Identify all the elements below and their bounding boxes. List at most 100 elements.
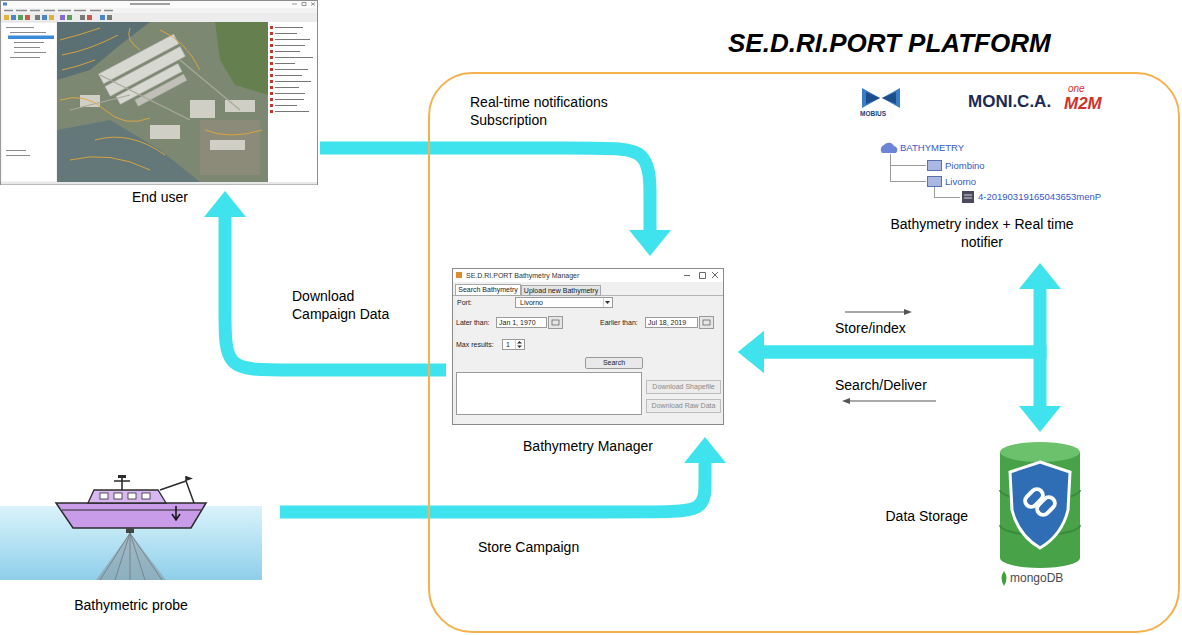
app-window-chrome [453,269,724,425]
button-label: Search [603,359,625,367]
node-caption: End user [60,189,260,206]
arrow-label: Download Campaign Data [292,288,404,323]
field-label: Earlier than: [600,318,638,326]
app-window-chrome [552,320,559,325]
text-holder: 1 [506,340,510,348]
text-holder: BATHYMETRY [900,142,964,153]
gis-screenshot [292,3,315,6]
gis-screenshot [95,137,165,155]
node-caption: Data Storage [863,508,968,525]
window-title: SE.D.RI.PORT Bathymetry Manager [466,271,579,279]
database-icon: Data Storage [998,440,1082,570]
database-cylinder [1023,487,1046,510]
text-holder: Bathymetry index + Real time notifier [872,216,1092,251]
gis-screenshot [80,95,255,150]
gis-screenshot [70,157,150,170]
text-holder: Search [603,359,625,367]
arrow-label: Store Campaign [478,539,638,557]
tree-item: Livorno [945,176,976,187]
logo-text: MONI.C.A. [968,92,1051,112]
probe-picture: Bathymetric probe [0,475,262,580]
database-cylinder [1000,452,1080,558]
gis-screenshot [57,120,200,182]
gis-screenshot [60,28,262,170]
direction-hint [842,398,850,404]
mobius-logo [862,88,900,108]
app-window-chrome [453,269,723,282]
direction-hint [845,312,905,313]
flow-arrow [280,437,726,512]
app-window-chrome [456,272,462,278]
survey-boat [56,503,206,528]
text-holder: Store Campaign [478,539,638,557]
app-window-chrome [516,298,613,308]
text-holder: Download Raw Data [652,402,716,410]
text-holder: 4-20190319165043653menP [978,191,1101,202]
text-holder: Jan 1, 1970 [499,318,536,326]
text-holder: Port: [457,298,472,306]
gis-screenshot [60,98,150,122]
gis-screenshot [25,15,30,20]
app-window-chrome [586,358,643,369]
logo-text: mongoDB [1010,571,1063,585]
survey-boat [118,475,126,478]
app-window-chrome [647,381,721,394]
logo-text: one [1068,83,1085,95]
gis-screenshot [160,30,200,70]
text-holder: Earlier than: [600,318,638,326]
text-holder: End user [60,189,260,206]
direction-hint [904,309,912,315]
field-value: Livorno [520,298,543,306]
gis-screenshot [87,15,92,20]
app-window-chrome [456,285,521,296]
survey-boat [186,476,193,481]
text-holder: MOBIUS [860,110,886,118]
survey-boat [160,476,194,503]
text-holder: Search Bathymetry [458,286,518,294]
arrow-shaft [280,461,705,512]
survey-boat [100,493,150,499]
arrow-head [738,331,764,373]
folder-tree [928,177,942,187]
text-holder: Bathymetry Manager [452,438,724,455]
gis-screenshot [268,22,317,182]
gis-screenshot [135,74,187,106]
gis-screenshot [130,3,170,5]
gis-screenshot [8,36,54,40]
button-label: Download Raw Data [652,402,716,410]
gis-screenshot [3,3,7,6]
survey-boat [126,528,134,533]
gis-screenshot [1,1,317,8]
gis-screenshot [4,10,113,12]
text-holder: Search/Deliver [835,377,955,395]
field-value: Jul 18, 2019 [648,318,686,326]
text-holder: MONI.C.A. [968,92,1051,112]
gis-screenshot [99,34,196,115]
gis-screenshot [150,125,180,139]
gis-screenshot [80,15,85,20]
text-holder: one [1068,83,1085,95]
gis-screenshot [1,1,318,185]
node-caption: Bathymetry index + Real time notifier [872,216,1092,251]
app-window-chrome [646,318,698,328]
field-value: Jan 1, 1970 [499,318,536,326]
gis-screenshot [205,130,262,135]
app-window-chrome [517,341,522,348]
database-cylinder [1000,442,1080,586]
app-window-chrome [549,317,563,329]
gis-screenshot [4,15,9,20]
folder-tree [928,161,942,171]
gis-screenshot [129,28,140,50]
gis-screenshot [42,15,47,20]
database-cylinder [1000,548,1080,568]
text-holder: M2M [1064,94,1102,114]
folder-tree [962,191,974,203]
folder-tree [881,143,898,153]
survey-boat [88,490,166,503]
survey-boat [128,493,136,499]
arrow-shaft [225,215,446,370]
gis-screenshot [4,15,112,20]
arrow-label: Real-time notifications Subscription [470,94,645,129]
gis-screenshot [1,8,317,13]
gis-screenshot [57,22,268,182]
